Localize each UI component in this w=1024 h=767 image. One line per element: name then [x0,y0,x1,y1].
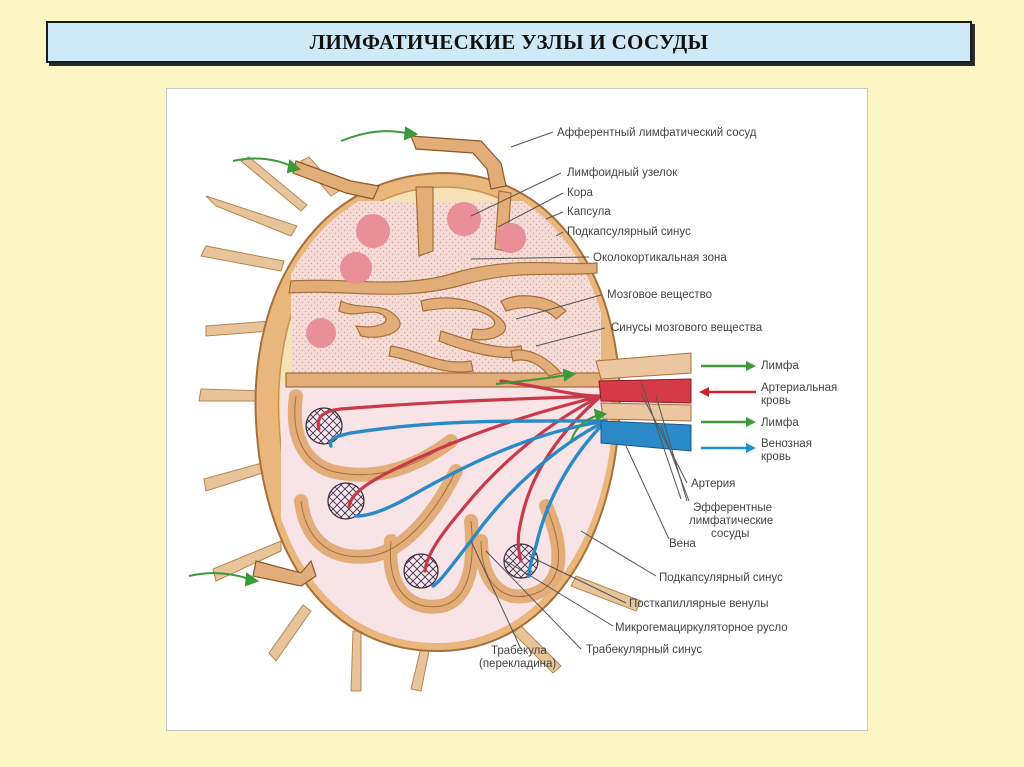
label-artery: Артерия [691,478,735,490]
legend-arrows [699,361,756,453]
veins [328,419,608,588]
nodule-2 [447,202,481,236]
label-arterial-2: кровь [761,395,791,407]
labels: Афферентный лимфатический сосуд Лимфоидн… [479,127,837,670]
label-venous-1: Венозная [761,438,812,450]
afferent-vessels [252,135,507,587]
nodule-5 [306,318,336,348]
label-efferent-3: сосуды [711,528,749,540]
label-trabecula-2: (перекладина) [479,658,556,670]
diagram-panel: Афферентный лимфатический сосуд Лимфоидн… [166,88,868,731]
nodule-4 [340,252,372,284]
mesh-3 [403,553,439,589]
lymphoid-nodules [306,202,526,348]
label-nodule: Лимфоидный узелок [567,167,678,179]
label-paracortex: Околокортикальная зона [593,252,727,264]
label-efferent-2: лимфатические [689,515,773,527]
label-lymph-2: Лимфа [761,417,799,429]
label-cortex: Кора [567,187,593,199]
label-subcapsular-top: Подкапсулярный синус [567,226,691,238]
leader-lines [470,131,690,650]
label-subcapsular-bottom: Подкапсулярный синус [659,572,783,584]
mesh-1 [305,407,343,445]
label-arterial-1: Артериальная [761,382,837,394]
title-bar: ЛИМФАТИЧЕСКИЕ УЗЛЫ И СОСУДЫ [46,21,972,63]
label-trabecula-1: Трабекула [491,645,547,657]
page-title: ЛИМФАТИЧЕСКИЕ УЗЛЫ И СОСУДЫ [309,29,709,54]
hilum-vessels [595,352,692,452]
label-postcapillary: Посткапиллярные венулы [629,598,768,610]
label-venous-2: кровь [761,451,791,463]
capillary-meshes [305,407,539,589]
label-lymph-1: Лимфа [761,360,799,372]
label-trabecular-sinus: Трабекулярный синус [586,644,702,656]
medullary-cords-outline [294,395,559,608]
label-vein: Вена [669,538,696,550]
label-efferent-1: Эфферентные [693,502,772,514]
label-medullary-sinuses: Синусы мозгового вещества [611,322,763,334]
nodule-3 [496,223,526,253]
lymph-inflow-arrows [188,126,608,587]
label-microcirculation: Микрогемациркуляторное русло [615,622,788,634]
label-afferent: Афферентный лимфатический сосуд [557,127,757,139]
lymph-node-diagram: Афферентный лимфатический сосуд Лимфоидн… [188,126,837,692]
label-medulla: Мозговое вещество [607,289,712,301]
nodule-1 [356,214,390,248]
mesh-2 [327,482,365,520]
label-capsule: Капсула [567,206,611,218]
